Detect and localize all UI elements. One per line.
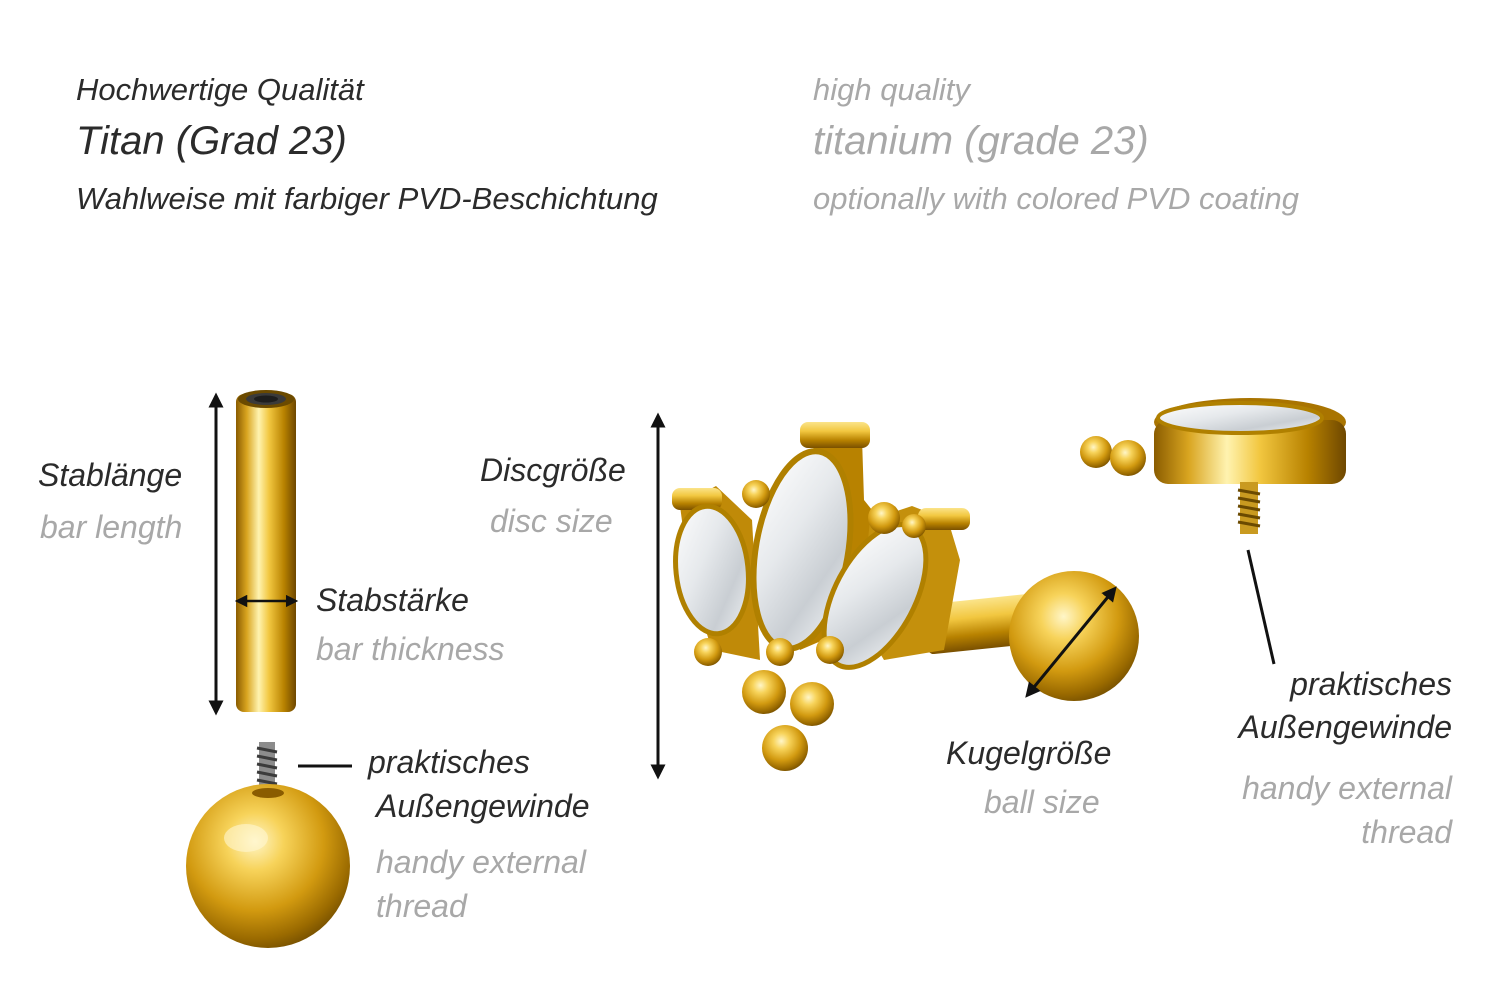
thread-right-label-en-2: thread <box>1361 814 1452 850</box>
thread-pointer-line-right <box>1246 549 1276 665</box>
bar-length-label-en: bar length <box>40 509 183 545</box>
bar-thickness-label-en: bar thickness <box>316 631 505 667</box>
thread-right-label-en-1: handy external <box>1242 770 1452 806</box>
ball-with-thread-image <box>186 742 350 948</box>
thread-left-label-en-1: handy external <box>376 844 586 880</box>
ball-size-arrow <box>1025 586 1117 698</box>
disc-size-label-en: disc size <box>490 503 613 539</box>
disc-top-image <box>1080 398 1346 534</box>
bar-thickness-label-de: Stabstärke <box>316 582 469 618</box>
header-coating-en: optionally with colored PVD coating <box>813 181 1299 216</box>
thread-left-label-de-1: praktisches <box>368 744 530 780</box>
bar-length-label-de: Stablänge <box>38 457 183 493</box>
bar-image <box>236 390 296 712</box>
ball-size-label-de: Kugelgröße <box>946 735 1112 771</box>
piercing-main-image <box>672 422 1139 771</box>
ball-size-label-en: ball size <box>984 784 1100 820</box>
header-material-de: Titan (Grad 23) <box>76 119 347 163</box>
thread-right-label-de-2: Außengewinde <box>1238 709 1452 745</box>
thread-left-label-de-2: Außengewinde <box>376 788 590 824</box>
thread-left-label-en-2: thread <box>376 888 467 924</box>
header-coating-de: Wahlweise mit farbiger PVD-Beschichtung <box>76 181 658 216</box>
header-quality-de: Hochwertige Qualität <box>76 72 364 107</box>
disc-size-label-de: Discgröße <box>480 452 626 488</box>
header-quality-en: high quality <box>813 72 970 107</box>
header-material-en: titanium (grade 23) <box>813 119 1149 163</box>
thread-right-label-de-1: praktisches <box>1290 666 1452 702</box>
